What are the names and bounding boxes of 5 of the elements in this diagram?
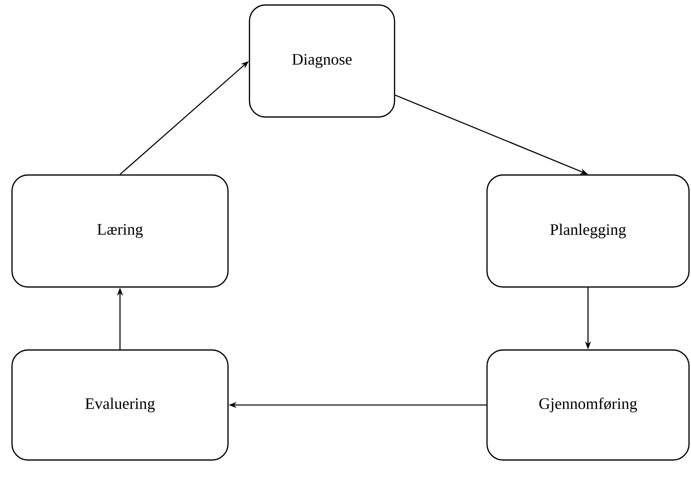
process-box: Evaluering	[11, 349, 229, 461]
process-box: Diagnose	[248, 4, 396, 118]
process-box: Læring	[11, 174, 229, 288]
process-box: Planlegging	[486, 174, 690, 288]
process-box: Gjennomføring	[486, 349, 690, 461]
